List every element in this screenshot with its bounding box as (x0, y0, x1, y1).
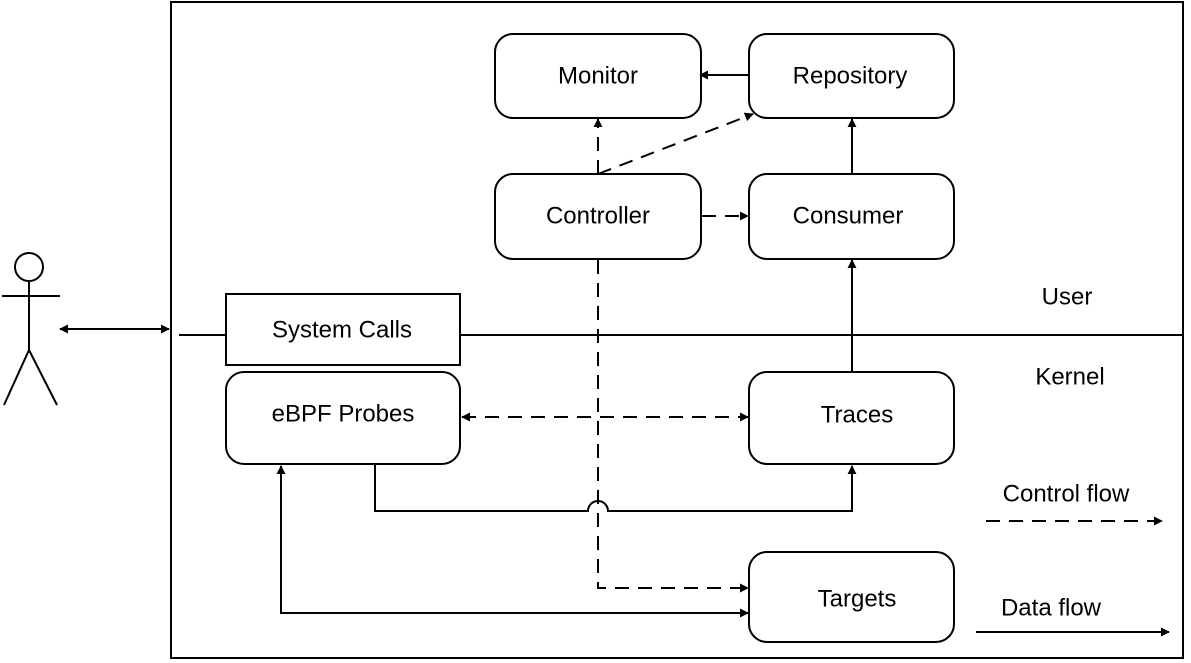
kernel-region-label: Kernel (1035, 364, 1104, 391)
repository-label: Repository (793, 63, 908, 90)
system-frame (170, 1, 1184, 659)
user-region-label: User (1042, 284, 1093, 311)
user-actor-icon (2, 252, 60, 406)
legend-data-flow-label: Data flow (1001, 595, 1102, 622)
controller-to-repository-arrow (597, 112, 754, 175)
targets-label: Targets (818, 586, 897, 613)
controller-label: Controller (546, 203, 650, 230)
legend-control-flow-label: Control flow (1003, 481, 1130, 508)
repository-box: Repository (748, 33, 955, 119)
traces-label: Traces (821, 402, 893, 429)
targets-probes-data-arrow (276, 465, 749, 618)
ebpf-probes-box: eBPF Probes (225, 371, 461, 465)
controller-to-targets-arrow (597, 260, 749, 593)
system-calls-box: System Calls (225, 293, 461, 366)
probes-to-traces-arrow (374, 464, 857, 512)
traces-box: Traces (748, 371, 955, 465)
system-calls-label: System Calls (272, 317, 412, 344)
consumer-label: Consumer (793, 203, 904, 230)
targets-box: Targets (748, 551, 955, 643)
consumer-box: Consumer (748, 173, 955, 260)
monitor-label: Monitor (558, 63, 638, 90)
monitor-box: Monitor (494, 33, 702, 119)
ebpf-probes-label: eBPF Probes (272, 401, 415, 428)
controller-box: Controller (494, 173, 702, 260)
